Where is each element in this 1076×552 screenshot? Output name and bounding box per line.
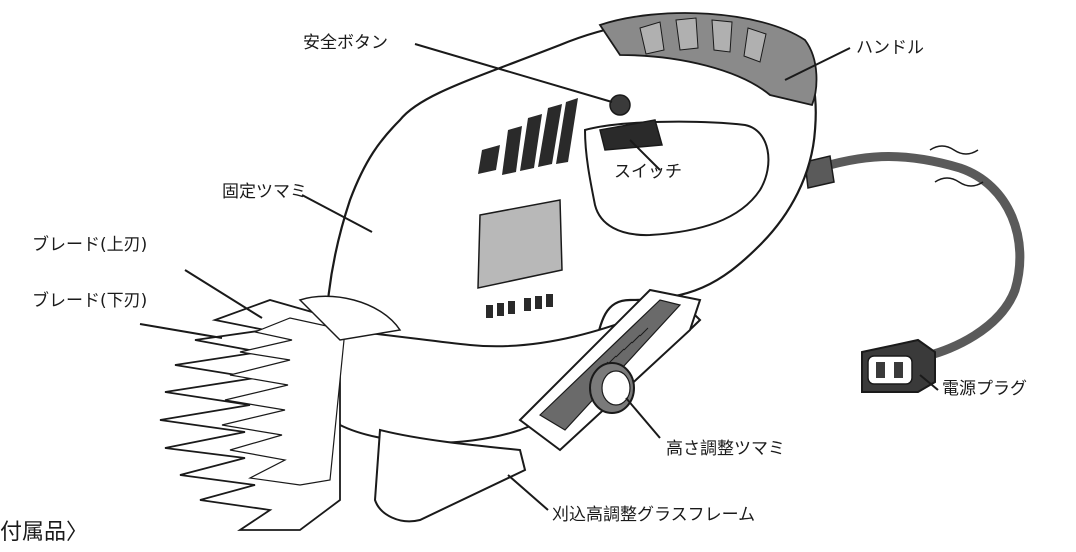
label-handle: ハンドル [856,38,924,58]
label-safety-button: 安全ボタン [303,33,388,53]
switch-trigger [599,119,663,151]
side-panel [477,199,563,289]
label-power-plug: 電源プラグ [942,379,1027,399]
safety-button [609,94,631,116]
power-plug [861,338,936,393]
vents [478,98,578,175]
grass-frame [373,288,702,523]
label-height-knob: 高さ調整ツマミ [666,439,785,459]
label-fixing-knob: 固定ツマミ [222,182,307,202]
footer-caption: 付属品〉 [0,520,89,545]
blades [159,295,402,531]
label-switch: スイッチ [614,162,682,182]
trimmer-body [318,12,818,444]
label-blade-upper: ブレード(上刃) [32,235,148,255]
power-cord [804,145,1025,360]
label-blade-lower: ブレード(下刃) [32,291,148,311]
label-grass-frame: 刈込高調整グラスフレーム [552,505,756,525]
leader-lines [139,43,939,511]
